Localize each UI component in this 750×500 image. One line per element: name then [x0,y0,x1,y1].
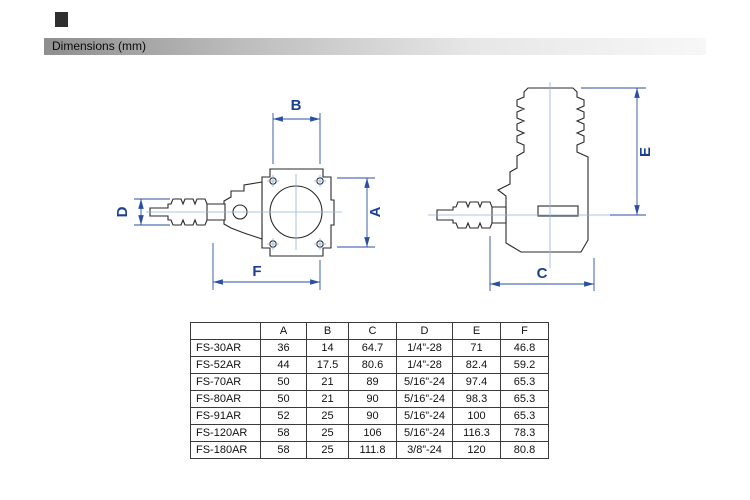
value-cell: 36 [260,339,307,357]
value-cell: 65.3 [500,390,549,408]
value-cell: 65.3 [500,373,549,391]
dim-label-a: A [367,206,384,217]
value-cell: 25 [306,441,349,459]
value-cell: 25 [306,407,349,425]
value-cell: 58 [260,424,307,442]
value-cell: 100 [452,407,501,425]
table-row: FS-70AR 50 21 89 5/16”-24 97.4 65.3 [190,373,549,391]
table-row: FS-30AR 36 14 64.7 1/4”-28 71 46.8 [190,339,549,357]
value-cell: 78.3 [500,424,549,442]
value-cell: 80.6 [348,356,397,374]
header-cell-e: E [452,322,501,340]
header-cell-model [190,322,261,340]
table-header-row: A B C D E F [190,322,549,340]
dim-label-b: B [291,97,302,114]
front-view-pump-outline [149,168,335,257]
value-cell: 98.3 [452,390,501,408]
dimensions-table: A B C D E F FS-30AR 36 14 64.7 1/4”-28 7… [190,322,549,459]
side-view-pump-outline [436,87,589,253]
dim-label-e: E [637,147,654,157]
value-cell: 46.8 [500,339,549,357]
header-cell-c: C [348,322,397,340]
header-cell-d: D [396,322,453,340]
value-cell: 17.5 [306,356,349,374]
section-title: Dimensions (mm) [52,39,147,53]
value-cell: 106 [348,424,397,442]
model-cell: FS-120AR [190,424,261,442]
dim-label-c: C [537,265,548,282]
value-cell: 44 [260,356,307,374]
value-cell: 71 [452,339,501,357]
table-row: FS-52AR 44 17.5 80.6 1/4”-28 82.4 59.2 [190,356,549,374]
side-view-centerlines [428,82,616,268]
model-cell: FS-30AR [190,339,261,357]
value-cell: 89 [348,373,397,391]
value-cell: 59.2 [500,356,549,374]
value-cell: 1/4”-28 [396,356,453,374]
value-cell: 65.3 [500,407,549,425]
value-cell: 5/16”-24 [396,424,453,442]
front-view-dimensions: B A D F [114,97,384,290]
header-cell-a: A [260,322,307,340]
dim-label-f: F [252,263,261,280]
dim-label-d: D [114,206,131,217]
table-row: FS-91AR 52 25 90 5/16”-24 100 65.3 [190,407,549,425]
value-cell: 50 [260,390,307,408]
table-row: FS-80AR 50 21 90 5/16”-24 98.3 65.3 [190,390,549,408]
header-cell-b: B [306,322,349,340]
value-cell: 14 [306,339,349,357]
value-cell: 25 [306,424,349,442]
table-row: FS-120AR 58 25 106 5/16”-24 116.3 78.3 [190,424,549,442]
model-cell: FS-91AR [190,407,261,425]
value-cell: 64.7 [348,339,397,357]
value-cell: 120 [452,441,501,459]
side-view-dimensions: E C [489,87,654,291]
value-cell: 5/16”-24 [396,407,453,425]
value-cell: 21 [306,373,349,391]
section-title-bar: Dimensions (mm) [44,38,706,55]
value-cell: 50 [260,373,307,391]
value-cell: 5/16”-24 [396,373,453,391]
value-cell: 90 [348,407,397,425]
logo-mark [55,12,68,27]
header-cell-f: F [500,322,549,340]
value-cell: 58 [260,441,307,459]
table-row: FS-180AR 58 25 111.8 3/8”-24 120 80.8 [190,441,549,459]
value-cell: 82.4 [452,356,501,374]
value-cell: 90 [348,390,397,408]
value-cell: 21 [306,390,349,408]
value-cell: 5/16”-24 [396,390,453,408]
value-cell: 97.4 [452,373,501,391]
model-cell: FS-80AR [190,390,261,408]
value-cell: 80.8 [500,441,549,459]
value-cell: 52 [260,407,307,425]
model-cell: FS-180AR [190,441,261,459]
value-cell: 3/8”-24 [396,441,453,459]
value-cell: 116.3 [452,424,501,442]
front-view-centerlines [146,174,342,250]
model-cell: FS-52AR [190,356,261,374]
model-cell: FS-70AR [190,373,261,391]
side-body-outline [496,87,589,253]
value-cell: 1/4”-28 [396,339,453,357]
side-slot [537,205,579,217]
value-cell: 111.8 [348,441,397,459]
